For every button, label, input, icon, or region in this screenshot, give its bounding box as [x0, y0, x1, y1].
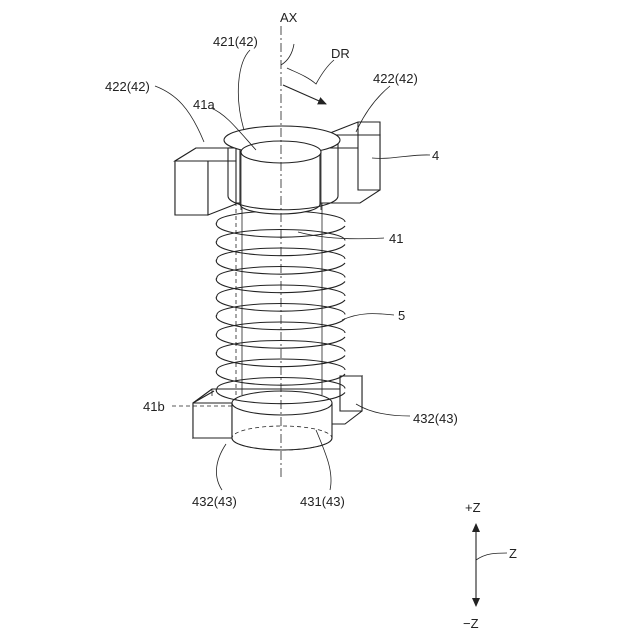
leader-top-lug-left — [155, 86, 204, 142]
z-axis-legend: +Z Z −Z — [463, 500, 517, 631]
direction-leader — [287, 60, 334, 84]
top-lug-left — [175, 148, 236, 161]
label-top-end: 41a — [193, 97, 215, 112]
leader-spring — [342, 314, 394, 320]
leader-top-boss — [238, 50, 250, 130]
z-axis-plus-label: +Z — [465, 500, 481, 515]
label-bottom-lug-left: 432(43) — [192, 494, 237, 509]
z-axis-name-label: Z — [509, 546, 517, 561]
z-axis-leader — [476, 553, 507, 560]
bottom-boss-top — [232, 391, 332, 415]
leader-bottom-lug-left — [216, 444, 226, 490]
label-bottom-boss: 431(43) — [300, 494, 345, 509]
label-shaft: 41 — [389, 231, 403, 246]
bottom-lug-left — [193, 403, 232, 438]
label-bottom-lug-right: 432(43) — [413, 411, 458, 426]
top-holder — [175, 122, 380, 215]
direction-arrow — [283, 85, 326, 104]
label-top-boss: 421(42) — [213, 34, 258, 49]
label-holder: 4 — [432, 148, 439, 163]
label-axis: AX — [280, 10, 298, 25]
bottom-cover — [193, 376, 362, 450]
label-direction: DR — [331, 46, 350, 61]
label-top-lug-right: 422(42) — [373, 71, 418, 86]
label-top-lug-left: 422(42) — [105, 79, 150, 94]
leader-bottom-lug-right — [356, 404, 410, 416]
leader-holder — [372, 155, 430, 159]
z-axis-minus-label: −Z — [463, 616, 479, 631]
label-bottom-end: 41b — [143, 399, 165, 414]
label-spring: 5 — [398, 308, 405, 323]
